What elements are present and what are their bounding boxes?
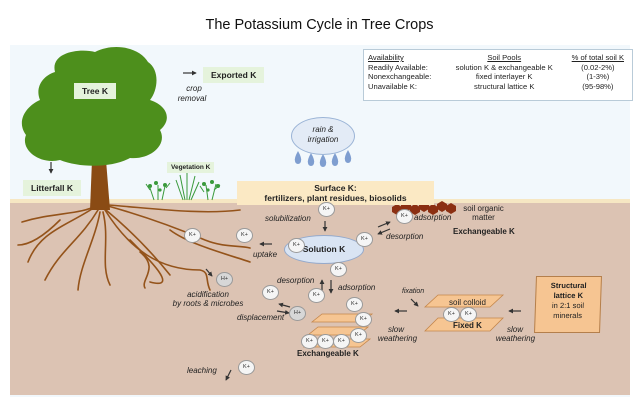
- h-ion: H+: [289, 306, 306, 321]
- k-ion: K+: [330, 262, 347, 277]
- desorption-mid-label: desorption: [277, 276, 315, 285]
- exchangeable-k-bottom-label: Exchangeable K: [297, 349, 359, 358]
- structural-label-4: minerals: [553, 311, 583, 320]
- legend-row: Nonexchangeable: fixed interlayer K (1-3…: [364, 72, 632, 82]
- rain-drop: [307, 153, 315, 166]
- displacement-label: displacement: [237, 313, 285, 322]
- soil-colloid-label: soil colloid: [449, 298, 486, 307]
- arrow-acidification: [205, 268, 213, 277]
- k-ion: K+: [236, 228, 253, 243]
- legend-cell: fixed interlayer K: [475, 72, 533, 81]
- availability-legend-table: Availability Soil Pools % of total soil …: [363, 49, 633, 101]
- soil-organic-matter-label-2: matter: [472, 213, 495, 222]
- arrow-adsorption-top: [377, 221, 391, 228]
- legend-cell: Readily Available:: [368, 62, 428, 72]
- leaching-k-ion: K+: [238, 360, 255, 375]
- legend-cell: structural lattice K: [474, 81, 535, 91]
- slow-weathering-right-label-2: weathering: [495, 334, 536, 343]
- legend-row: Unavailable K: structural lattice K (95-…: [364, 82, 632, 92]
- legend-cell: (95-98%): [582, 81, 614, 91]
- rain-drop: [319, 154, 327, 167]
- legend-cell: Nonexchangeable:: [368, 72, 432, 81]
- rain-drop: [294, 151, 302, 164]
- surface-k-title: Surface K:: [314, 183, 357, 193]
- k-ion: K+: [317, 334, 334, 349]
- rain-drop: [331, 153, 339, 166]
- k-ion: K+: [350, 328, 367, 343]
- soil-organic-matter-label-1: soil organic: [463, 204, 504, 213]
- fixed-k-label: Fixed K: [453, 321, 482, 330]
- k-ion: K+: [318, 202, 335, 217]
- k-ion: K+: [184, 228, 201, 243]
- desorption-top-label: desorption: [386, 232, 424, 241]
- arrow-leaching: [225, 369, 232, 381]
- arrow-fixation: [410, 298, 419, 307]
- legend-row: Readily Available: solution K & exchange…: [364, 63, 632, 73]
- slow-weathering-right-label-1: slow: [506, 325, 523, 334]
- litterfall-k-label: Litterfall K: [23, 180, 82, 196]
- vegetation-leaves: [148, 180, 220, 192]
- leaching-label: leaching: [187, 366, 217, 375]
- k-ion: K+: [262, 285, 279, 300]
- legend-header-availability: Availability: [368, 53, 404, 62]
- k-ion: K+: [356, 232, 373, 247]
- fixation-label: fixation: [402, 288, 425, 295]
- fixed-k-ion: K+: [443, 307, 460, 322]
- arrow-displacement-in: [276, 309, 290, 315]
- arrow-displacement-out: [278, 302, 291, 308]
- tree-k-label: Tree K: [74, 83, 116, 99]
- tree-roots: [17, 204, 251, 291]
- structural-label-2: lattice K: [553, 291, 584, 300]
- acidification-label-2: by roots & microbes: [172, 299, 244, 308]
- slow-weathering-left-label-1: slow: [387, 325, 404, 334]
- rain-label-2: irrigation: [307, 135, 339, 144]
- tree-canopy: [21, 47, 167, 166]
- diagram-title: The Potassium Cycle in Tree Crops: [205, 17, 434, 33]
- k-ion: K+: [308, 288, 325, 303]
- fixed-k-ion: K+: [460, 307, 477, 322]
- legend-header-soil-pools: Soil Pools: [487, 53, 522, 62]
- structural-label-1: Structural: [550, 281, 587, 290]
- uptake-label: uptake: [253, 250, 278, 259]
- vegetation-k-label: Vegetation K: [167, 162, 215, 173]
- adsorption-top-label: adsorption: [414, 213, 452, 222]
- vegetation-plants: [145, 172, 221, 201]
- arrow-desorption-top: [377, 228, 391, 235]
- rain-label-1: rain &: [312, 125, 334, 134]
- solubilization-label: solubilization: [265, 214, 311, 223]
- h-ion: H+: [216, 272, 233, 287]
- k-ion: K+: [301, 334, 318, 349]
- crop-removal-label-2: removal: [177, 94, 207, 103]
- exchangeable-k-top-label: Exchangeable K: [453, 227, 515, 236]
- structural-lattice-k-box: Structural lattice K in 2:1 soil mineral…: [534, 276, 602, 333]
- legend-cell: Unavailable K:: [368, 81, 417, 91]
- structural-label-3: in 2:1 soil: [551, 301, 585, 310]
- slow-weathering-left-label-2: weathering: [377, 334, 418, 343]
- acidification-label-1: acidification: [187, 290, 229, 299]
- tree-trunk: [90, 160, 110, 210]
- exported-k-label: Exported K: [203, 67, 265, 83]
- k-ion: K+: [355, 312, 372, 327]
- k-ion: K+: [396, 209, 413, 224]
- rain-irrigation-cloud: rain & irrigation: [291, 117, 355, 155]
- legend-header-percent: % of total soil K: [571, 53, 625, 62]
- k-ion: K+: [346, 297, 363, 312]
- rain-drop: [344, 150, 352, 163]
- legend-cell: solution K & exchangeable K: [455, 62, 553, 72]
- flow-arrows: [48, 70, 521, 381]
- legend-cell: (1-3%): [586, 72, 610, 81]
- adsorption-mid-label: adsorption: [338, 283, 376, 292]
- legend-cell: (0.02-2%): [581, 62, 615, 72]
- crop-removal-label-1: crop: [186, 84, 202, 93]
- k-ion: K+: [333, 334, 350, 349]
- fixed-k-plate: [424, 317, 504, 332]
- surface-k-sources: fertilizers, plant residues, biosolids: [264, 193, 407, 203]
- surface-k-box: Surface K: fertilizers, plant residues, …: [237, 181, 434, 205]
- rain-drop-group: [294, 150, 352, 167]
- k-ion: K+: [288, 238, 305, 253]
